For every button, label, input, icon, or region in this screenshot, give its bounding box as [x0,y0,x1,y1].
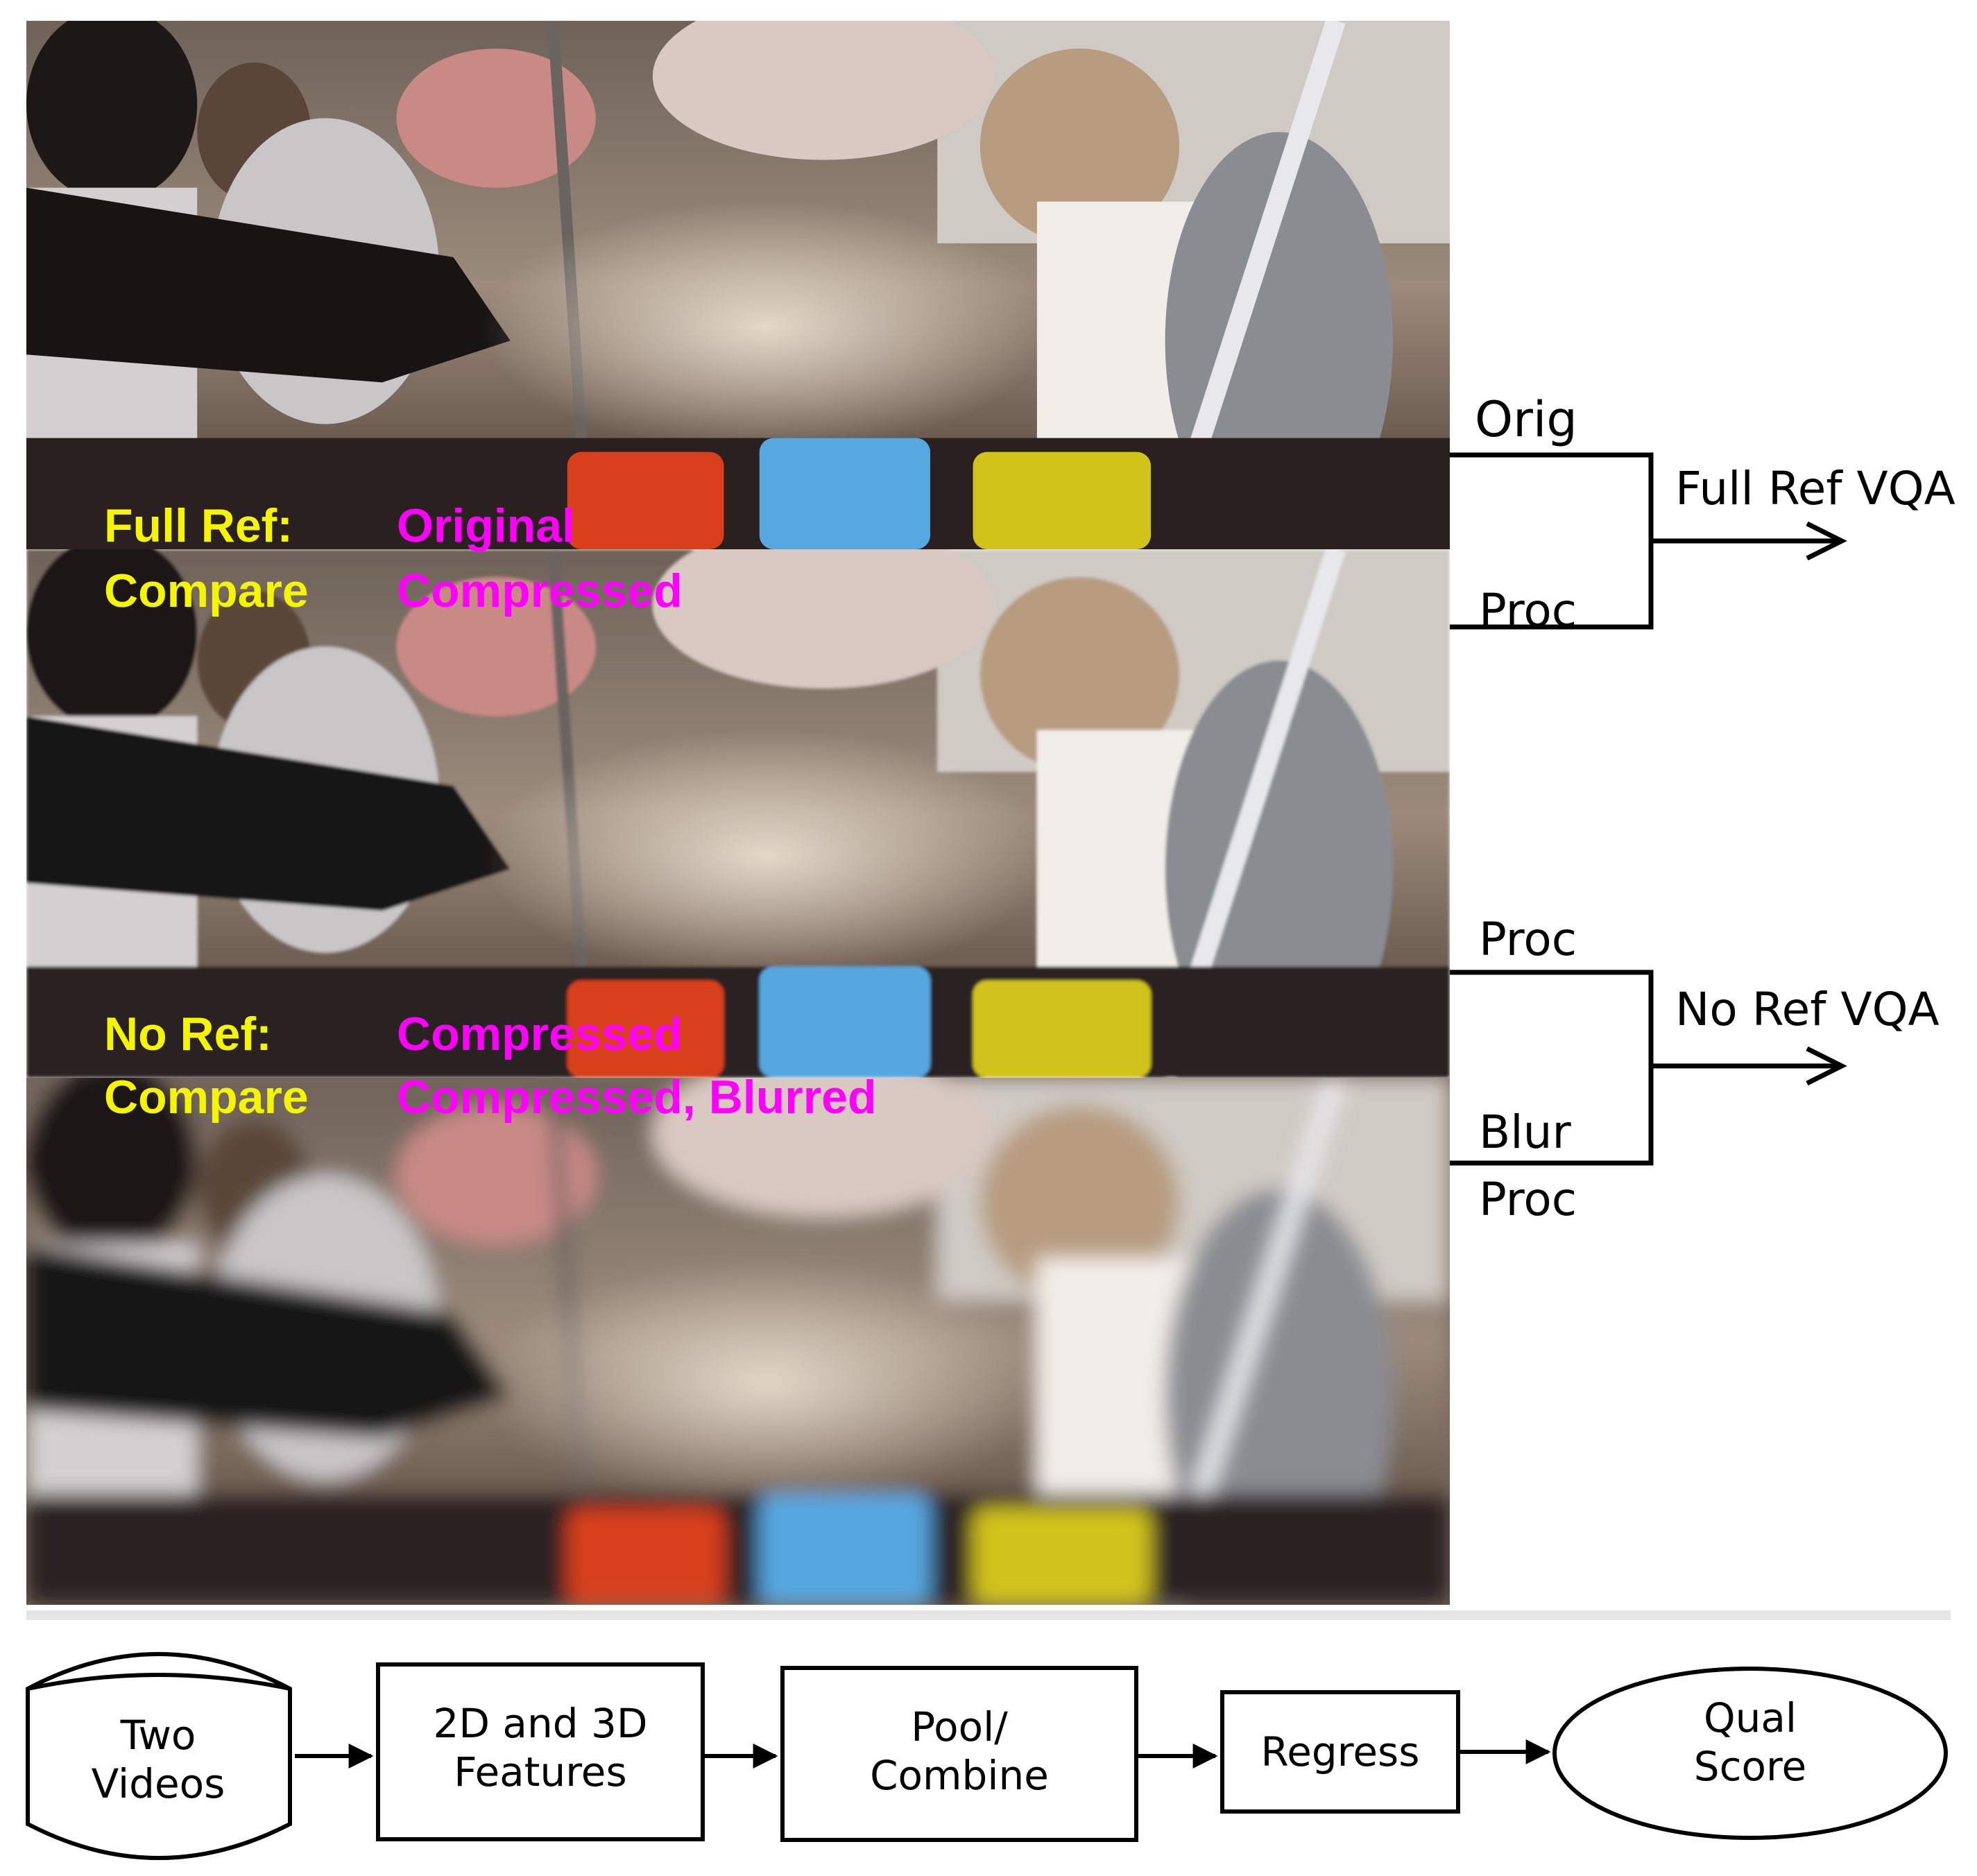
input-label-line2: Videos [92,1760,225,1807]
no-ref-bottom-input-line2: Proc [1479,1173,1577,1226]
full-ref-title: Full Ref: [104,499,293,552]
features-box [376,1662,705,1841]
input-cylinder [26,1652,292,1860]
full-ref-bracket [1450,452,1838,630]
regress-label: Regress [1261,1728,1420,1775]
no-ref-first-label: Compressed [397,1008,683,1060]
input-label-line1: Two [120,1712,196,1759]
no-ref-second-label: Compressed, Blurred [397,1071,877,1124]
no-ref-title: No Ref: [104,1008,272,1060]
full-ref-first-label: Original [397,499,575,552]
full-ref-top-input: Orig [1475,391,1577,448]
compressed-frame [26,549,1450,1078]
full-ref-arrowhead [1806,521,1847,561]
full-ref-compare-label: Compare [104,565,309,617]
blurred-frame [26,1078,1450,1605]
full-ref-second-label: Compressed [397,565,683,617]
original-frame [26,21,1450,549]
no-ref-top-input: Proc [1479,913,1577,966]
no-ref-arrowhead [1806,1046,1847,1086]
full-ref-output: Full Ref VQA [1675,462,1955,515]
regress-box [1220,1690,1460,1814]
features-label-line2: Features [454,1748,626,1796]
no-ref-bracket [1450,970,1838,1166]
pool-label-line2: Combine [870,1752,1049,1799]
no-ref-bottom-input-line1: Blur [1479,1105,1571,1159]
output-label-line2: Score [1694,1743,1806,1790]
section-separator [26,1610,1951,1620]
output-ellipse [1552,1667,1948,1840]
pool-label-line1: Pool/ [911,1703,1008,1750]
full-ref-bottom-input: Proc [1479,584,1577,637]
output-label-line1: Qual [1704,1694,1797,1741]
no-ref-compare-label: Compare [104,1071,309,1124]
no-ref-output: No Ref VQA [1675,983,1940,1036]
features-label-line1: 2D and 3D [433,1700,647,1747]
